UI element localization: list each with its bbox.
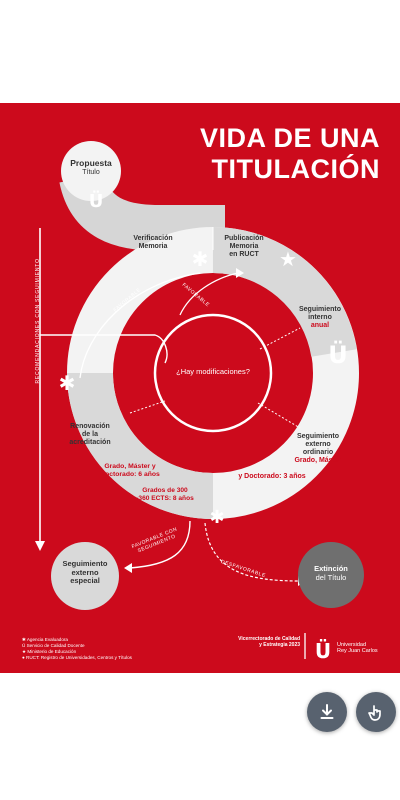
recomendaciones-label: RECOMENDACIONES CON SEGUIMIENTO <box>35 258 42 384</box>
calidad-u-icon-right: Ü <box>328 339 348 369</box>
dotted-left <box>129 400 166 414</box>
legend-item-ministerio: ★ Ministerio de Educación <box>22 649 77 654</box>
calidad-u-icon-top: Ü <box>89 190 104 212</box>
renovacion-years: Grado, Máster y Doctorado: 6 años <box>100 463 160 478</box>
extincion-label: Extinción del Título <box>314 564 348 582</box>
universidad-label: Universidad Rey Juan Carlos <box>337 642 378 655</box>
propuesta-label: Propuesta Título <box>70 158 112 176</box>
favorable-left-arc <box>79 272 201 379</box>
infographic-poster: ✱ ★ Ü ✱ ✱ Ü Ü VIDA DE UNA TITULACIÓN Pro… <box>0 103 400 673</box>
diagram-graphics: ✱ ★ Ü ✱ ✱ Ü Ü <box>35 141 364 663</box>
legend-item-calidad: Ü Servicio de Calidad Docente <box>22 643 85 648</box>
title-line-2: TITULACIÓN <box>211 154 380 184</box>
favorable-right-arc <box>179 272 239 316</box>
vicerrectorado-label: Vicerrectorado de Calidad y Estrategia 2… <box>238 636 300 648</box>
line-left-to-center <box>40 334 168 364</box>
propuesta-circle <box>61 141 121 201</box>
uni-logo-icon: Ü <box>315 639 331 663</box>
ring-segment-interno <box>212 227 357 358</box>
seguimiento-especial-label: Seguimiento externo especial <box>62 559 108 586</box>
question-label: ¿Hay modificaciones? <box>176 367 250 376</box>
dotted-bottom-right <box>257 402 301 429</box>
agency-star-icon: ✱ <box>192 247 209 271</box>
verificacion-label: Verificación Memoria <box>133 235 173 251</box>
ring-segment-renovacion <box>67 372 214 519</box>
poster-title: VIDA DE UNA TITULACIÓN <box>150 123 380 185</box>
dotted-right <box>259 327 301 350</box>
legend-item-agencia: ✱ Agencia Evaluadora <box>22 637 68 642</box>
favorable-con-arrow <box>129 520 191 569</box>
seguimiento-externo-label: Seguimiento externo ordinario Grado, Más… <box>294 433 342 465</box>
seguimiento-especial-circle <box>51 542 119 610</box>
agency-star-icon-bottom: ✱ <box>209 507 224 528</box>
tap-gesture-button[interactable] <box>356 692 396 732</box>
legend-item-ruct: ● RUCT: Registro de Universidades, Centr… <box>22 655 132 660</box>
ministry-star-icon: ★ <box>279 247 297 271</box>
title-line-1: VIDA DE UNA <box>199 123 380 153</box>
download-icon <box>320 704 334 719</box>
renovacion-ects: Grados de 300 -360 ECTS: 8 años <box>136 487 194 502</box>
legend: ✱ Agencia Evaluadora Ü Servicio de Calid… <box>22 637 132 661</box>
agency-star-icon-left: ✱ <box>59 371 76 395</box>
renovacion-label: Renovación de la acreditación <box>69 423 111 447</box>
seguimiento-externo-years: y Doctorado: 3 años <box>238 473 306 480</box>
publicacion-label: Publicación Memoria en RUCT <box>224 235 264 259</box>
tap-hand-icon <box>368 705 381 721</box>
extincion-circle <box>298 542 364 608</box>
seguimiento-interno-label: Seguimiento interno anual <box>298 306 341 330</box>
download-button[interactable] <box>307 692 347 732</box>
inner-circle <box>153 313 273 433</box>
desfavorable-arrow <box>204 522 301 582</box>
